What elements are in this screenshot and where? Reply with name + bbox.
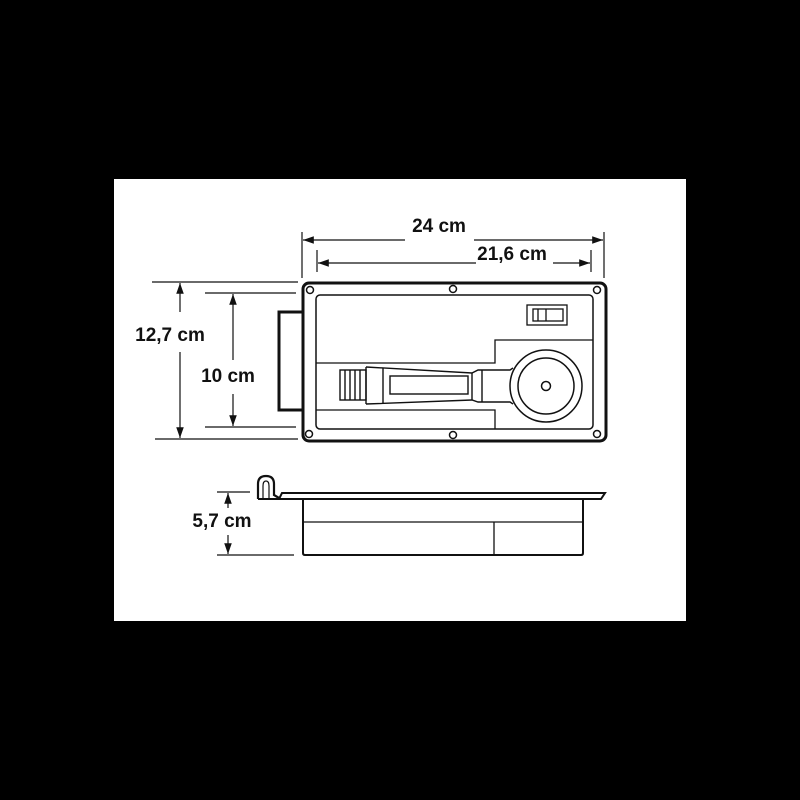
depth-label: 5,7 cm: [192, 511, 251, 532]
screw-icons: [304, 284, 602, 440]
inner-width-label: 21,6 cm: [477, 244, 547, 265]
outer-width-label: 24 cm: [412, 216, 466, 237]
top-view: [277, 281, 608, 443]
nozzle-icon: [339, 349, 583, 423]
inner-height-label: 10 cm: [201, 366, 255, 387]
side-view: [217, 474, 607, 556]
outer-height-label: 12,7 cm: [135, 325, 205, 346]
switch-icon: [526, 304, 568, 326]
